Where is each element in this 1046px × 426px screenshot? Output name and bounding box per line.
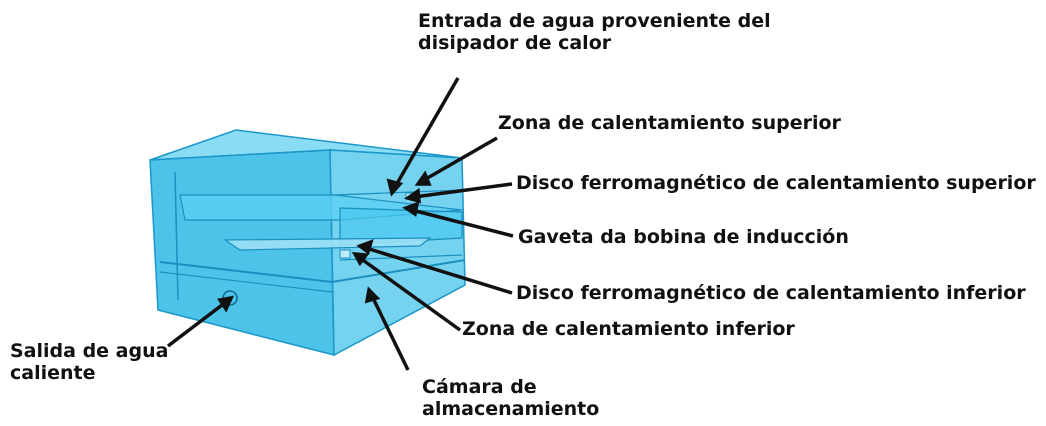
arrow-zona-inferior — [358, 256, 462, 332]
arrow-zona-superior — [423, 136, 498, 182]
box-inner-edge — [174, 171, 179, 301]
label-gaveta: Gaveta da bobina de inducción — [518, 226, 849, 248]
arrowhead-zona-superior — [414, 170, 432, 186]
arrow-entrada — [393, 77, 460, 188]
arrowhead-entrada — [386, 178, 404, 197]
label-entrada-line1: Entrada de agua proveniente del — [418, 10, 771, 32]
front-divider-2 — [159, 271, 333, 293]
arrowhead-zona-inferior — [351, 251, 370, 267]
label-salida-line1: Salida de agua — [10, 340, 169, 362]
label-entrada: Entrada de agua proveniente del disipado… — [418, 10, 771, 54]
label-entrada-line2: disipador de calor — [418, 32, 612, 54]
arrow-camara — [370, 295, 410, 371]
label-camara-line2: almacenamiento — [422, 398, 600, 420]
label-disco-superior: Disco ferromagnético de calentamiento su… — [516, 172, 1036, 194]
arrow-disco-inferior — [365, 246, 513, 295]
arrowhead-gaveta — [402, 201, 420, 217]
label-zona-inferior: Zona de calentamiento inferior — [462, 318, 795, 340]
label-camara-line1: Cámara de — [422, 376, 537, 398]
arrowhead-disco-superior — [403, 187, 421, 204]
label-salida-line2: caliente — [10, 362, 96, 384]
arrow-salida — [166, 300, 228, 348]
heater-box — [149, 129, 466, 357]
lower-disc — [339, 249, 351, 259]
arrowhead-salida — [217, 295, 234, 313]
label-zona-superior: Zona de calentamiento superior — [498, 112, 841, 134]
label-camara: Cámara de almacenamiento — [422, 376, 599, 420]
lower-plate — [223, 237, 432, 251]
leader-arrows — [166, 77, 514, 371]
arrow-gaveta — [411, 208, 514, 238]
arrowhead-disco-inferior — [356, 239, 374, 255]
arrowhead-camara — [364, 286, 381, 304]
arrow-disco-superior — [413, 182, 513, 199]
label-salida: Salida de agua caliente — [10, 340, 168, 384]
front-divider — [159, 259, 466, 284]
side-shelf-line — [334, 189, 463, 196]
label-disco-inferior: Disco ferromagnético de calentamiento in… — [516, 282, 1026, 304]
